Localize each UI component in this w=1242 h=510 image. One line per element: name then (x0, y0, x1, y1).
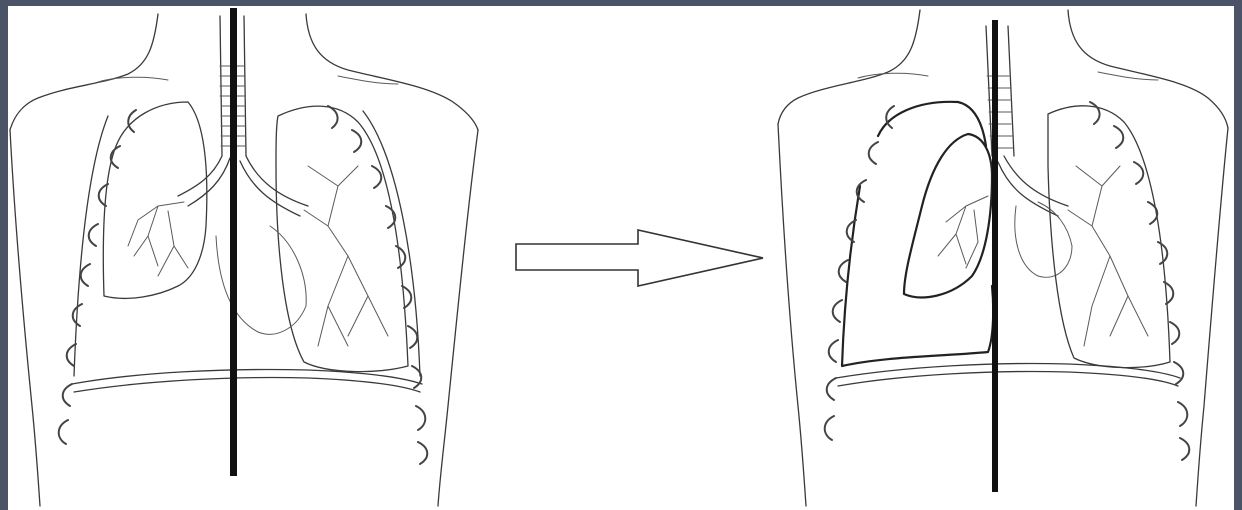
arm-right-outline (438, 130, 478, 506)
ribs-left-after (825, 106, 894, 440)
heart-outline-after (1015, 202, 1072, 277)
clavicle-left (98, 77, 168, 82)
figure-canvas (8, 6, 1234, 510)
diaphragm (72, 370, 422, 392)
arm-left-outline (10, 130, 40, 506)
neck-right-outline (306, 14, 478, 130)
heart-outline (216, 226, 306, 334)
neck-left-outline (10, 14, 158, 130)
panel-before (10, 8, 478, 506)
panel-after (778, 10, 1228, 506)
neck-left-outline-after (778, 10, 920, 124)
clavicle-left-after (858, 73, 928, 78)
midline-vertical-line-before (230, 8, 237, 476)
collapsed-lung-outline (904, 134, 992, 297)
lung-left-outline-after (1048, 106, 1170, 368)
ribs-right-after (1090, 102, 1189, 460)
neck-right-outline-after (1068, 10, 1228, 128)
ribs-left (59, 110, 136, 444)
lung-right-airways (128, 202, 188, 276)
pleura-outline (74, 111, 420, 376)
diaphragm-after (836, 364, 1180, 386)
lung-right-outline (103, 102, 207, 298)
arm-left-outline-after (778, 124, 806, 506)
bronchus-right (240, 156, 308, 216)
clavicle-right-after (1098, 72, 1158, 80)
lung-left-airways-after (1068, 166, 1148, 346)
lung-left-outline (276, 106, 408, 371)
midline-vertical-line-after (992, 20, 998, 492)
lung-left-airways (304, 166, 388, 346)
arm-right-outline-after (1196, 128, 1228, 506)
bronchus-left (178, 156, 230, 206)
right-arrow-icon (516, 230, 763, 286)
ribs-right (328, 106, 427, 464)
diagram-svg (8, 6, 1234, 510)
bronchus-left-after (998, 156, 1068, 216)
pneumothorax-space-outline (878, 102, 986, 146)
